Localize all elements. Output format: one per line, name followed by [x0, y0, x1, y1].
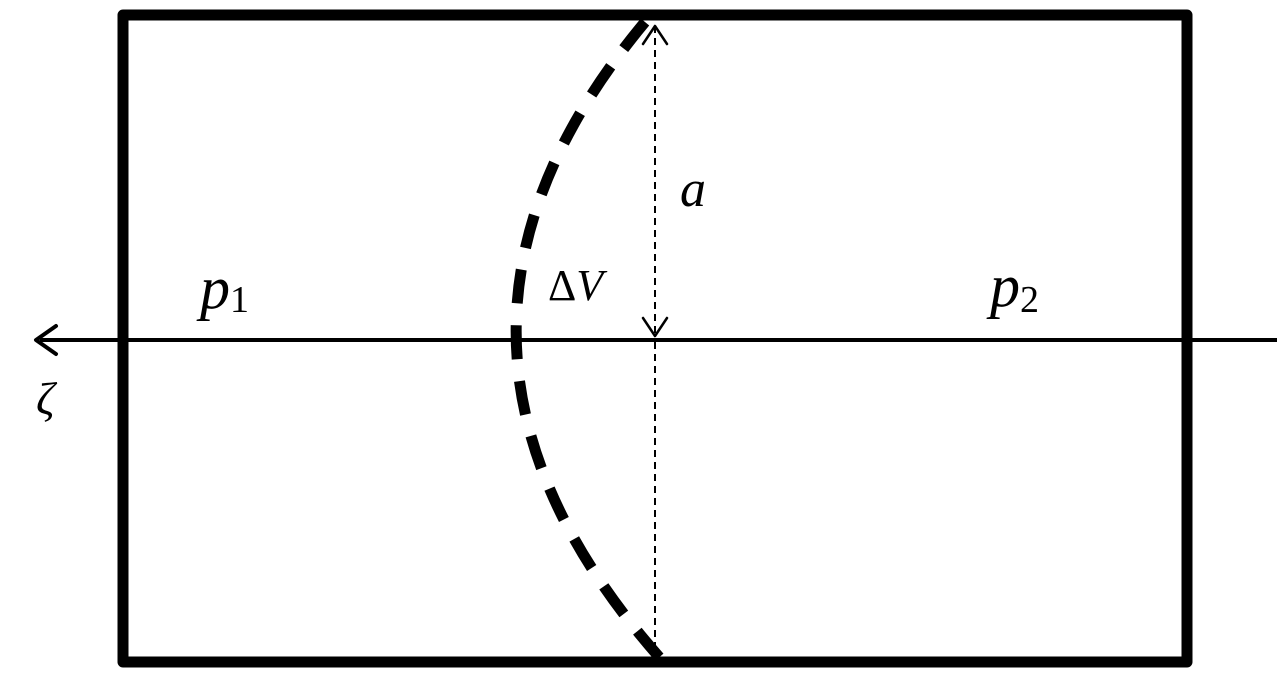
interface-dashed-curve: [510, 18, 665, 662]
label-p2: p2: [986, 253, 1039, 321]
radius-a-bottom-arrowhead: [641, 316, 669, 338]
radius-a-top-arrowhead: [641, 24, 669, 46]
label-zeta: ζ: [36, 373, 58, 424]
label-a: a: [680, 161, 706, 218]
label-p1: p1: [196, 255, 249, 321]
zeta-axis-arrowhead: [34, 324, 58, 356]
label-delta-v: ΔV: [548, 261, 608, 310]
